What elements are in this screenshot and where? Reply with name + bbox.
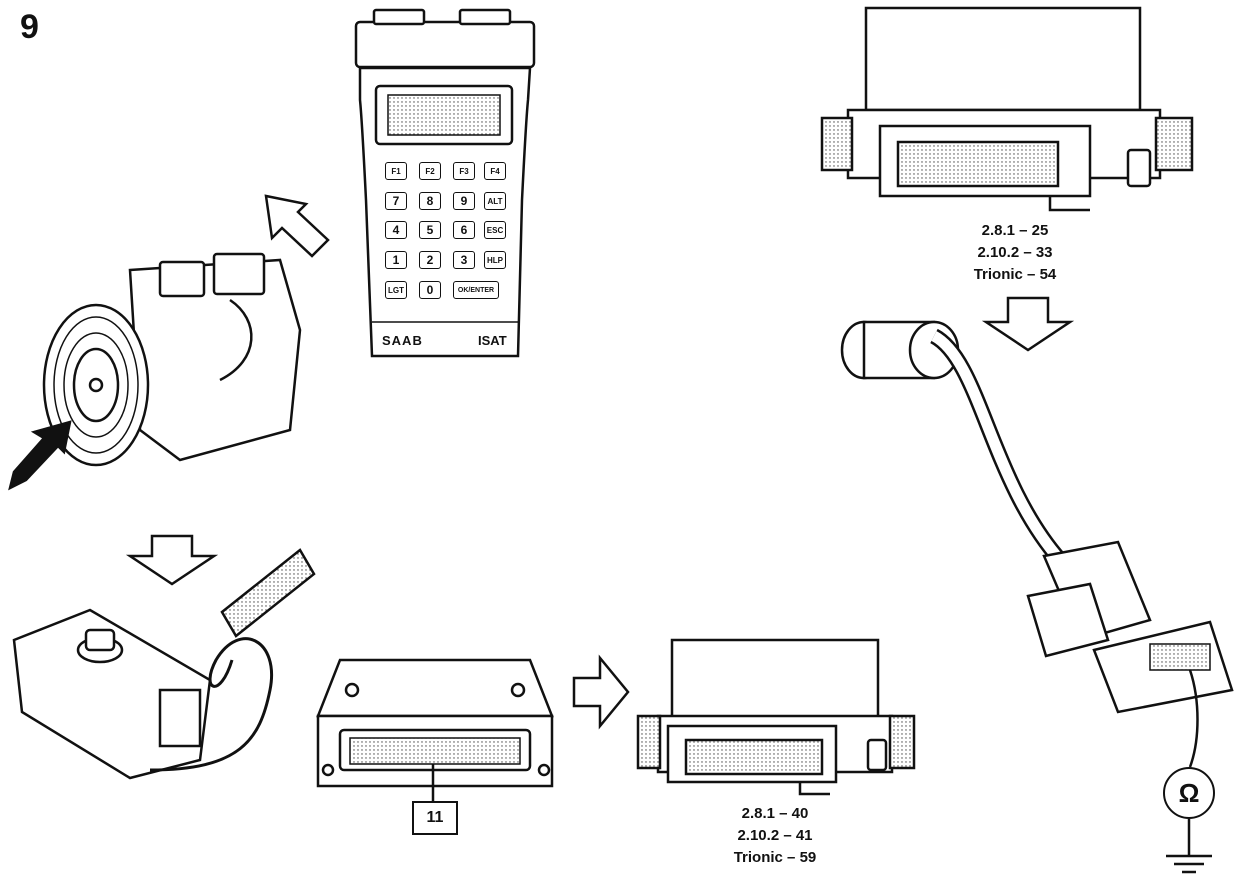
flow-arrows bbox=[8, 194, 1075, 730]
isat-key: ESC bbox=[484, 221, 506, 239]
isat-key: 6 bbox=[453, 221, 475, 239]
isat-model: ISAT bbox=[478, 333, 507, 348]
ecu-bottom-pin-labels: 2.8.1 – 40 2.10.2 – 41 Trionic – 59 bbox=[690, 803, 860, 869]
isat-key: OK/ENTER bbox=[453, 281, 499, 299]
ecu-bottom-label: Trionic – 59 bbox=[733, 849, 817, 866]
pressure-sensor-harness bbox=[840, 320, 1234, 874]
ecu-bottom bbox=[636, 638, 916, 796]
isat-brand: SAAB bbox=[382, 333, 423, 348]
ecu-top-label: Trionic – 54 bbox=[973, 266, 1057, 283]
control-module bbox=[316, 658, 554, 801]
isat-key: 8 bbox=[419, 192, 441, 210]
isat-key: 3 bbox=[453, 251, 475, 269]
thermostat-switch bbox=[12, 548, 316, 780]
ac-compressor bbox=[42, 252, 302, 467]
ohmmeter-icon: Ω bbox=[1163, 767, 1215, 819]
isat-tester bbox=[354, 8, 536, 358]
ecu-top bbox=[820, 6, 1194, 212]
ecu-top-label: 2.8.1 – 25 bbox=[981, 222, 1049, 239]
isat-key: F3 bbox=[453, 162, 475, 180]
ecu-top-pin-labels: 2.8.1 – 25 2.10.2 – 33 Trionic – 54 bbox=[930, 220, 1100, 286]
connector-pin-label: 11 bbox=[412, 801, 458, 835]
isat-key: 0 bbox=[419, 281, 441, 299]
arrow-right-to-ecu bbox=[572, 654, 630, 730]
isat-key: 1 bbox=[385, 251, 407, 269]
isat-key: F2 bbox=[419, 162, 441, 180]
isat-key: 2 bbox=[419, 251, 441, 269]
figure-number: 9 bbox=[20, 8, 39, 46]
isat-key: F4 bbox=[484, 162, 506, 180]
isat-key: 4 bbox=[385, 221, 407, 239]
ecu-bottom-label: 2.8.1 – 40 bbox=[741, 805, 809, 822]
ecu-bottom-label: 2.10.2 – 41 bbox=[737, 827, 813, 844]
isat-key: 5 bbox=[419, 221, 441, 239]
isat-key: LGT bbox=[385, 281, 407, 299]
isat-key: HLP bbox=[484, 251, 506, 269]
isat-key: ALT bbox=[484, 192, 506, 210]
isat-key: 9 bbox=[453, 192, 475, 210]
arrow-down-left bbox=[125, 534, 219, 586]
arrow-isat-to-compressor bbox=[264, 194, 330, 258]
isat-key: F1 bbox=[385, 162, 407, 180]
arrow-to-compressor bbox=[8, 420, 72, 491]
isat-key: 7 bbox=[385, 192, 407, 210]
ecu-top-label: 2.10.2 – 33 bbox=[977, 244, 1053, 261]
arrow-down-right bbox=[981, 296, 1075, 352]
